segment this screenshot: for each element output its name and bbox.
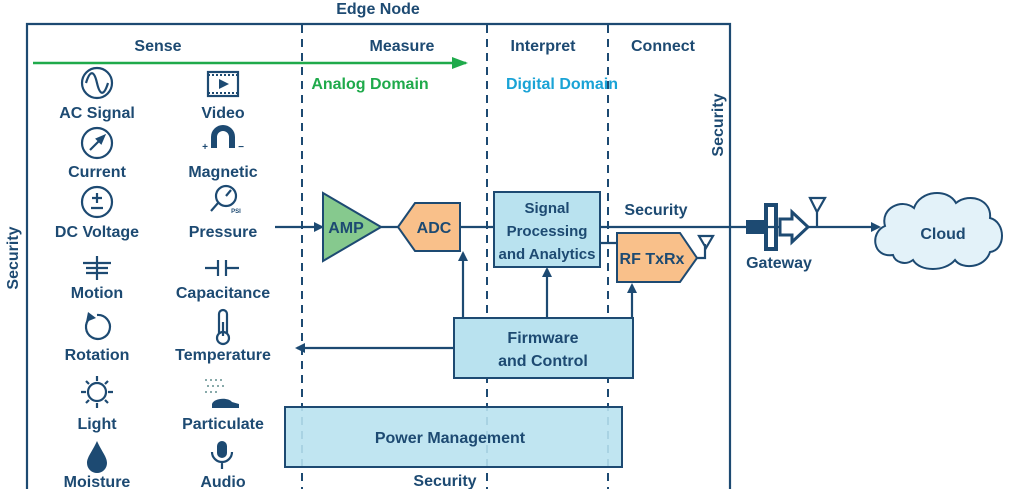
svg-text:Power Management: Power Management — [375, 430, 526, 447]
thermometer-icon — [215, 308, 231, 346]
video-icon — [206, 70, 240, 98]
sensor-label: Moisture — [64, 474, 131, 489]
magnet-icon: + − — [202, 125, 244, 153]
magnet-pole-plus: + — [202, 142, 208, 153]
stage-connect: Connect — [631, 38, 696, 55]
svg-text:ADC: ADC — [417, 220, 452, 237]
plus-minus-icon — [80, 185, 114, 219]
power-management-block: Power Management — [284, 406, 623, 468]
analog-domain-label: Analog Domain — [311, 76, 428, 93]
sensor-label: Video — [201, 105, 245, 122]
digital-domain-label: Digital Domain — [506, 76, 618, 93]
security-bottom-label: Security — [413, 473, 476, 489]
particulate-icon — [205, 379, 239, 408]
sensor-label: Motion — [71, 285, 123, 302]
stage-measure: Measure — [370, 38, 435, 55]
svg-text:AMP: AMP — [328, 220, 364, 237]
rotation-icon — [84, 312, 112, 341]
amp-block: AMP — [322, 191, 383, 263]
svg-text:and Analytics: and Analytics — [499, 246, 596, 263]
sensor-label: DC Voltage — [55, 224, 139, 241]
svg-text:Signal: Signal — [524, 200, 569, 217]
svg-text:Gateway: Gateway — [746, 255, 812, 272]
svg-text:RF TxRx: RF TxRx — [620, 251, 685, 268]
svg-text:Cloud: Cloud — [920, 226, 965, 243]
antenna-icon — [697, 234, 715, 260]
svg-text:Firmware: Firmware — [507, 330, 578, 347]
capacitor-icon — [205, 260, 239, 276]
adc-block: ADC — [396, 202, 461, 252]
sensor-labels-right: Video Magnetic Pressure Capacitance Temp… — [175, 105, 271, 489]
sensor-label: Pressure — [189, 224, 258, 241]
edge-node-boundary — [25, 22, 732, 489]
pressure-psi-text: PSI — [231, 209, 241, 215]
sensor-label: Particulate — [182, 416, 264, 433]
svg-text:and Control: and Control — [498, 353, 588, 370]
cloud-icon: Cloud — [874, 191, 1003, 270]
sensor-label: Temperature — [175, 347, 271, 364]
microphone-icon — [210, 441, 234, 469]
sensor-label: Capacitance — [176, 285, 270, 302]
sine-wave-icon — [80, 66, 114, 100]
signal-processing-block: Signal Processing and Analytics — [493, 191, 601, 268]
firmware-control-block: Firmware and Control — [453, 317, 634, 379]
rf-txrx-block: RF TxRx — [616, 232, 699, 283]
sensor-label: Light — [77, 416, 117, 433]
sensor-label: Current — [68, 164, 126, 181]
security-link-label: Security — [624, 202, 687, 219]
gauge-needle-icon — [80, 126, 114, 160]
svg-text:Processing: Processing — [507, 223, 588, 240]
sensor-label: Audio — [200, 474, 246, 489]
stage-sense: Sense — [134, 38, 181, 55]
sensor-labels-left: AC Signal Current DC Voltage Motion Rota… — [55, 105, 139, 489]
stage-interpret: Interpret — [511, 38, 577, 55]
security-left-label: Security — [5, 226, 22, 289]
sensor-label: Magnetic — [188, 164, 257, 181]
sensor-label: AC Signal — [59, 105, 135, 122]
sun-icon — [81, 376, 113, 408]
motion-icon — [83, 256, 111, 280]
security-right-label: Security — [710, 93, 727, 156]
magnet-pole-minus: − — [238, 142, 244, 153]
edge-node-title: Edge Node — [336, 1, 420, 18]
gateway-icon: Gateway — [746, 196, 827, 272]
pressure-gauge-icon: PSI — [210, 184, 241, 215]
sensor-label: Rotation — [65, 347, 130, 364]
droplet-icon — [87, 441, 107, 473]
